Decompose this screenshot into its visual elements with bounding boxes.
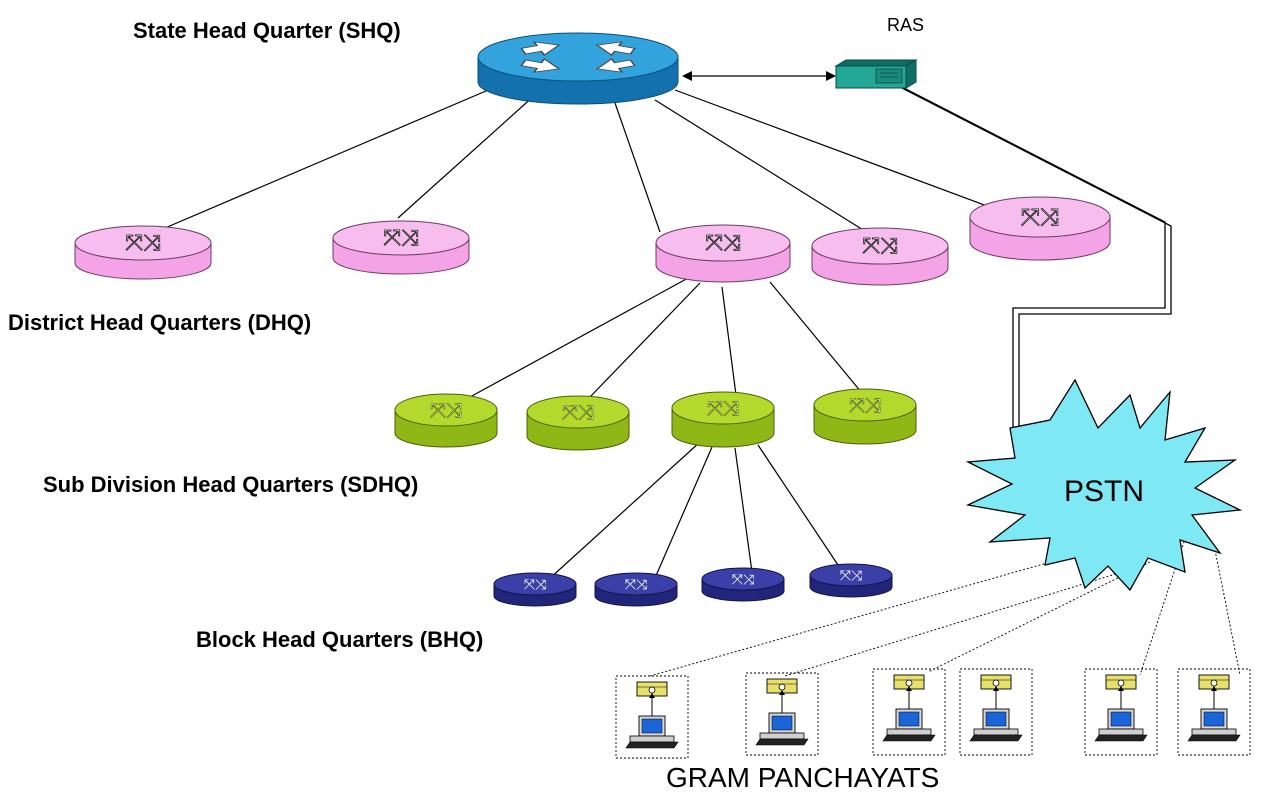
dhq-router-icon[interactable]: ⤧⤨	[332, 220, 470, 275]
computer-terminal-icon[interactable]	[1084, 668, 1158, 756]
gram-panchayat-terminals	[615, 668, 1251, 759]
ras-label: RAS	[887, 15, 924, 35]
svg-text:⤧⤨: ⤧⤨	[732, 572, 755, 588]
dhq-label: District Head Quarters (DHQ)	[8, 310, 311, 335]
svg-text:⤧⤨: ⤧⤨	[430, 398, 462, 422]
svg-text:⤧⤨: ⤧⤨	[862, 234, 897, 259]
shq-label: State Head Quarter (SHQ)	[133, 18, 401, 43]
svg-text:⤧⤨: ⤧⤨	[840, 568, 863, 584]
sdhq-router-icon[interactable]: ⤧⤨	[394, 393, 498, 448]
svg-text:⤧⤨: ⤧⤨	[849, 393, 881, 417]
svg-text:⤧⤨: ⤧⤨	[707, 396, 739, 420]
bhq-router-icon[interactable]: ⤧⤨	[493, 572, 577, 607]
svg-text:⤧⤨: ⤧⤨	[562, 400, 594, 424]
svg-text:⤧⤨: ⤧⤨	[705, 231, 740, 256]
ras-pstn-link	[895, 83, 1172, 430]
shq-ras-link	[682, 71, 836, 81]
connection-lines	[164, 84, 1031, 581]
computer-terminal-icon[interactable]	[745, 672, 819, 756]
dhq-router-icon[interactable]: ⤧⤨	[811, 227, 949, 286]
dhq-router-icon[interactable]: ⤧⤨	[969, 196, 1111, 261]
sdhq-router-icon[interactable]: ⤧⤨	[813, 388, 917, 445]
bhq-router-icon[interactable]: ⤧⤨	[809, 563, 893, 598]
pstn-cloud-icon[interactable]	[965, 378, 1243, 592]
sdhq-router-icon[interactable]: ⤧⤨	[526, 395, 630, 451]
sdhq-router-icon[interactable]: ⤧⤨	[671, 391, 775, 448]
bhq-router-icon[interactable]: ⤧⤨	[701, 567, 785, 602]
pstn-label: PSTN	[1064, 475, 1144, 508]
sdhq-label: Sub Division Head Quarters (SDHQ)	[43, 472, 418, 497]
ras-device-icon[interactable]	[834, 59, 918, 89]
bhq-router-icon[interactable]: ⤧⤨	[594, 572, 678, 607]
computer-terminal-icon[interactable]	[1177, 668, 1251, 756]
dhq-router-icon[interactable]: ⤧⤨	[655, 224, 791, 283]
svg-text:⤧⤨: ⤧⤨	[125, 231, 160, 256]
gram-panchayats-label: GRAM PANCHAYATS	[666, 762, 939, 793]
svg-text:⤧⤨: ⤧⤨	[383, 226, 418, 251]
shq-router-icon[interactable]	[477, 32, 679, 105]
computer-terminal-icon[interactable]	[615, 675, 689, 759]
svg-text:⤧⤨: ⤧⤨	[1021, 203, 1059, 231]
svg-text:⤧⤨: ⤧⤨	[524, 577, 547, 593]
dhq-router-icon[interactable]: ⤧⤨	[74, 225, 212, 280]
bhq-label: Block Head Quarters (BHQ)	[196, 627, 483, 652]
svg-text:⤧⤨: ⤧⤨	[625, 577, 648, 593]
computer-terminal-icon[interactable]	[872, 668, 946, 756]
computer-terminal-icon[interactable]	[959, 668, 1033, 756]
